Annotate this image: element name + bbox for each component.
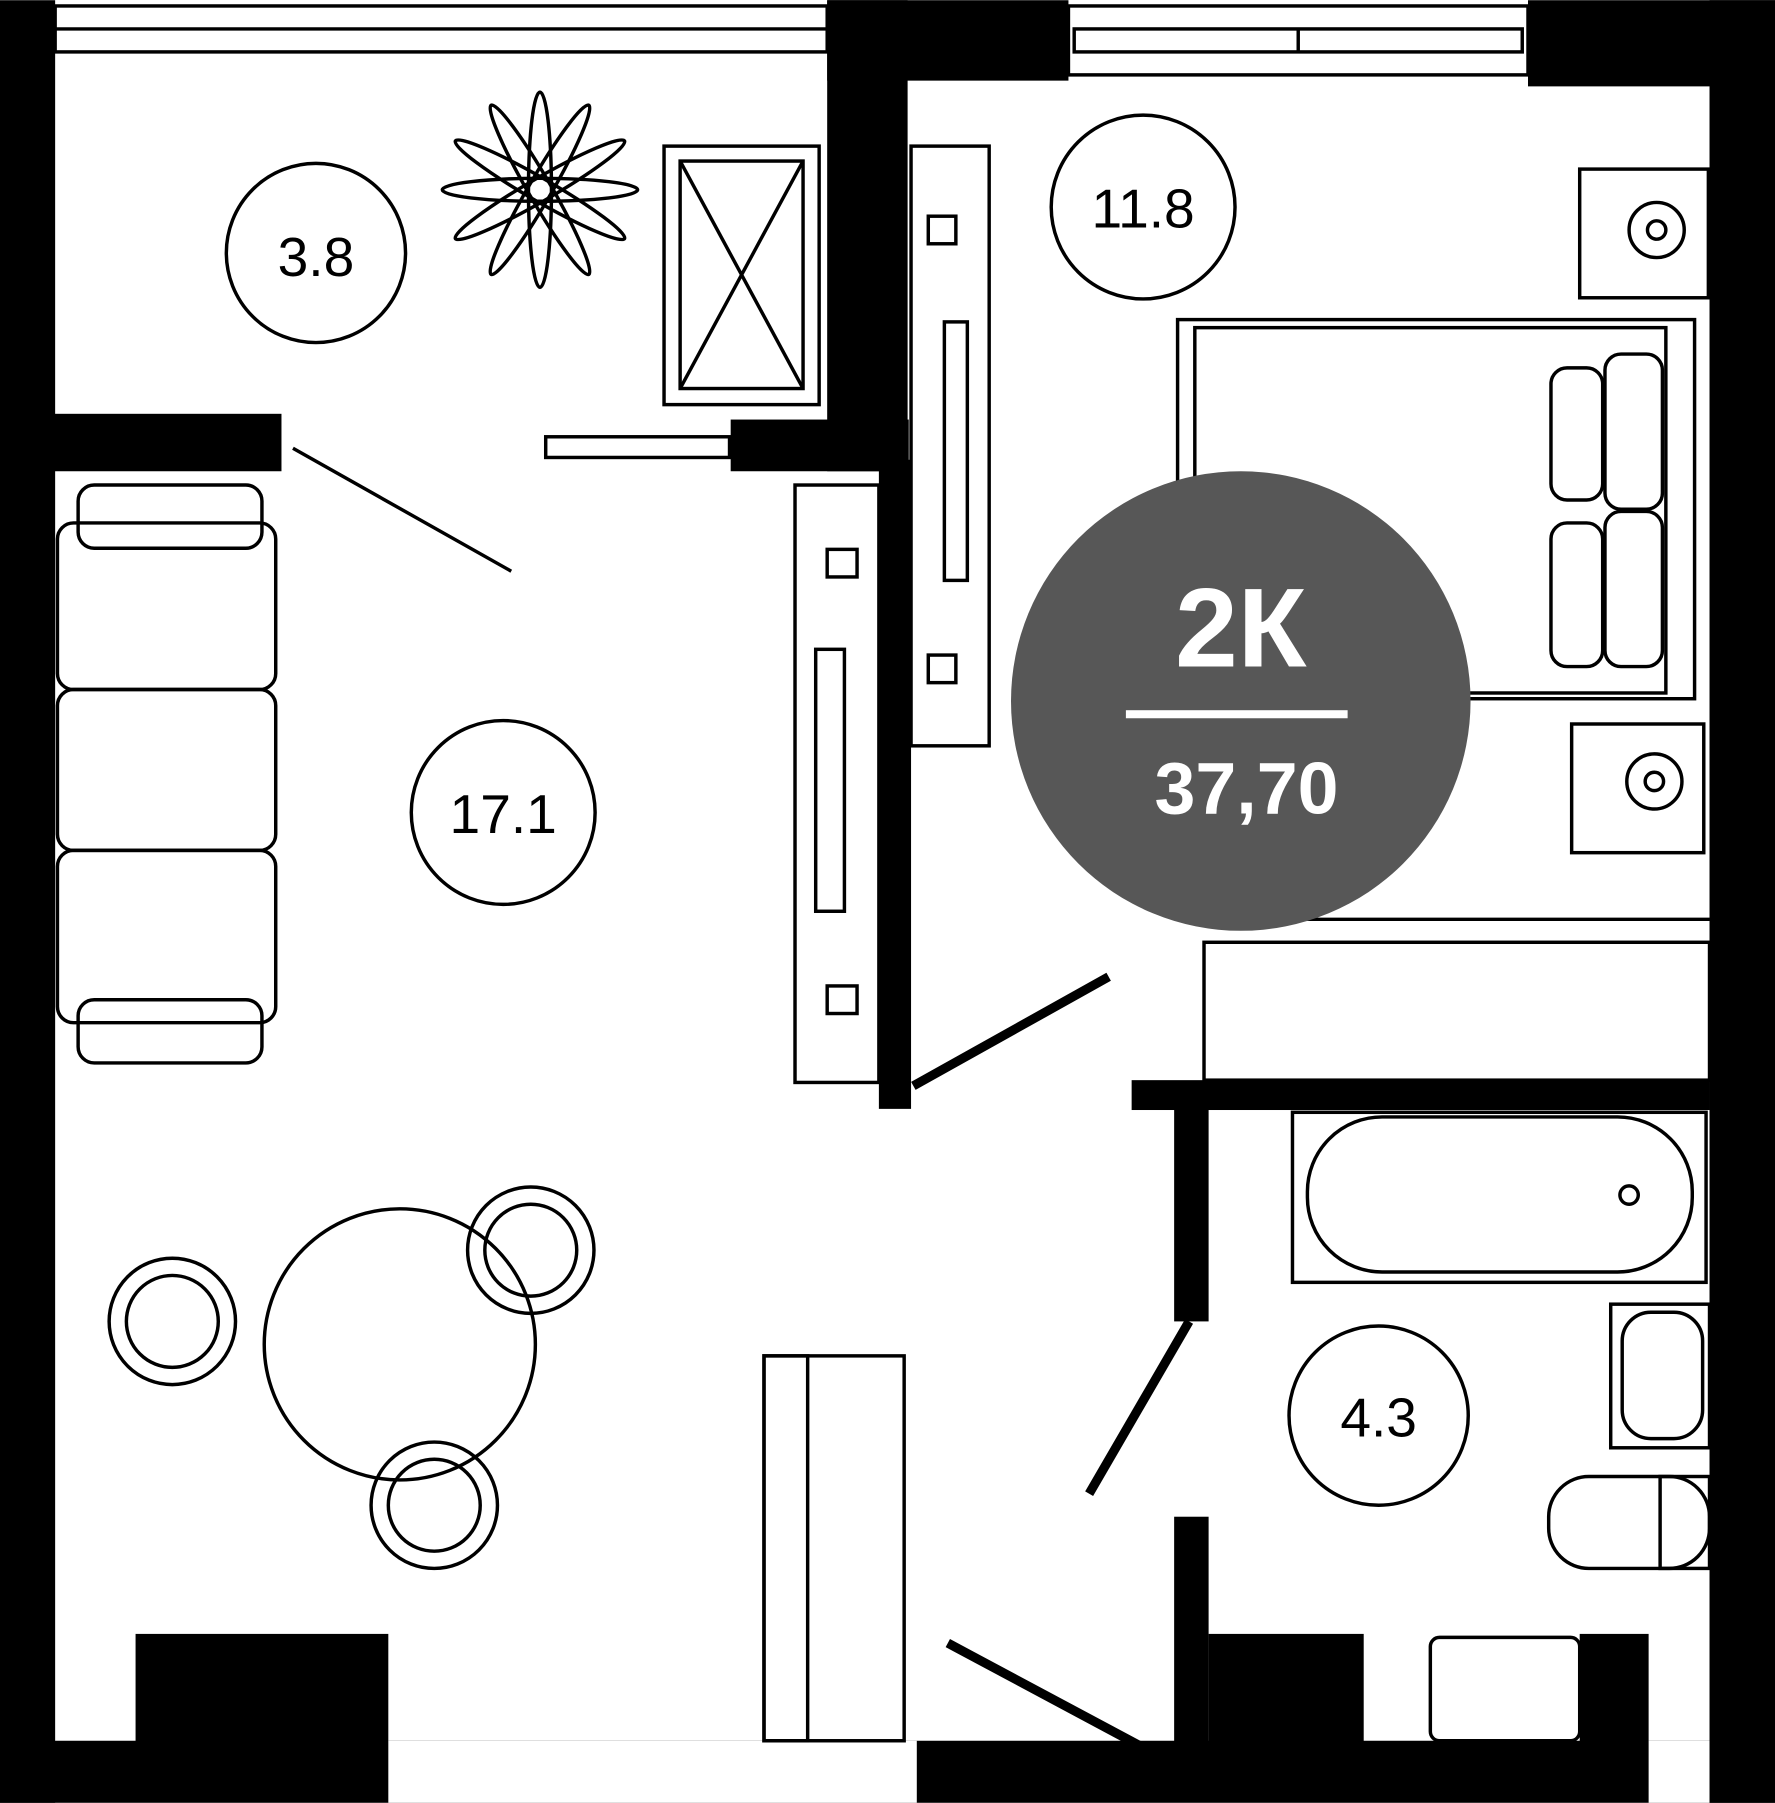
area-label: 11.8 bbox=[1092, 178, 1195, 240]
furniture bbox=[55, 90, 1712, 1743]
room-bedroom: 11.8 bbox=[1049, 113, 1237, 301]
room-bathroom: 4.3 bbox=[1287, 1324, 1470, 1507]
room-living: 17.1 bbox=[409, 718, 597, 907]
room-balcony: 3.8 bbox=[224, 161, 408, 345]
area-label: 17.1 bbox=[450, 783, 557, 845]
doors bbox=[292, 446, 1194, 1763]
area-label: 3.8 bbox=[278, 226, 355, 288]
apartment-badge: 2К 37,70 bbox=[1011, 471, 1471, 931]
area-label: 4.3 bbox=[1340, 1386, 1417, 1448]
plant-icon bbox=[440, 90, 640, 290]
windows bbox=[53, 4, 1530, 77]
total-area: 37,70 bbox=[1155, 747, 1339, 830]
apartment-type: 2К bbox=[1175, 565, 1307, 691]
